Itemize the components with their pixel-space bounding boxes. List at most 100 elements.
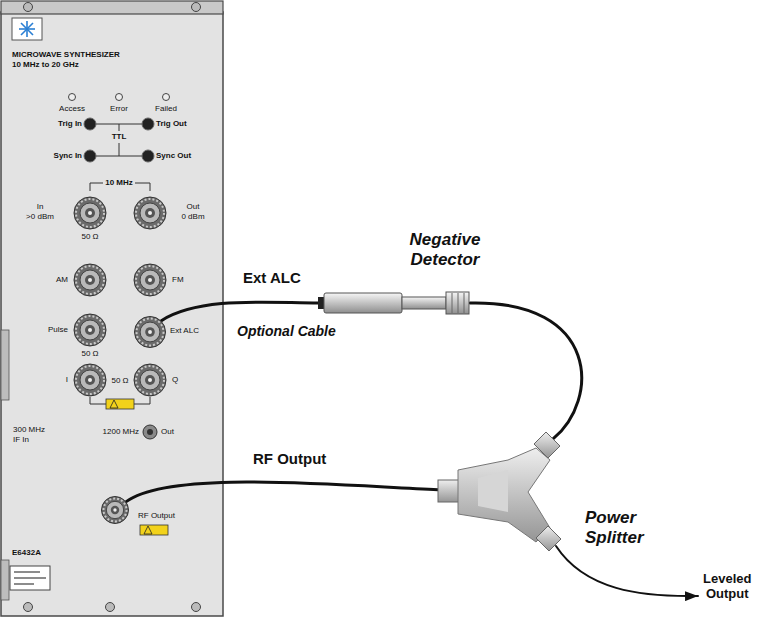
port-label: Pulse: [48, 325, 68, 334]
output-arrow: [556, 546, 698, 596]
led-label: Error: [110, 104, 128, 113]
port-label: Ext ALC: [170, 326, 199, 335]
splitter-port: [534, 432, 560, 458]
bnc-body: [135, 317, 166, 348]
panel-screw: [192, 603, 201, 612]
panel-face: [1, 12, 223, 616]
bnc-pin: [148, 330, 152, 334]
port-label: Q: [172, 375, 178, 384]
ttl-bracket: [96, 124, 142, 156]
detector-body: [324, 293, 402, 313]
detector-nut: [446, 292, 469, 314]
detector-tip: [318, 297, 324, 309]
cable: [126, 482, 438, 502]
detector-shape: [318, 292, 470, 314]
panel-side-bar: [1, 560, 9, 600]
port-label: 1200 MHz: [103, 427, 139, 436]
cable: [161, 302, 318, 321]
impedance-label: 50 Ω: [111, 376, 128, 385]
smb-connector: [84, 118, 96, 130]
smb-connector: [147, 429, 153, 435]
bnc-shape: [101, 496, 129, 524]
bnc-connector: [74, 197, 106, 229]
led-label: Access: [59, 104, 85, 113]
logic-label: TTL: [112, 132, 127, 141]
bnc-connector: [74, 364, 106, 396]
port-label: Trig Out: [156, 119, 187, 128]
impedance-label: 50 Ω: [81, 232, 98, 241]
bnc-shape: [134, 316, 166, 348]
port-level: >0 dBm: [26, 212, 54, 221]
port-label: Sync Out: [156, 151, 191, 160]
panel-subtitle: 10 MHz to 20 GHz: [12, 60, 79, 69]
cable-note: Optional Cable: [237, 323, 336, 339]
port-label: FM: [172, 275, 184, 284]
splitter-highlight: [478, 470, 508, 512]
bracket-label: 10 MHz: [105, 178, 133, 187]
status-led: [69, 94, 76, 101]
port-label: AM: [56, 275, 68, 284]
panel-title: MICROWAVE SYNTHESIZER: [12, 50, 120, 59]
status-led: [163, 94, 170, 101]
status-led: [116, 94, 123, 101]
detector-label: Negative Detector: [410, 230, 481, 269]
detector-shaft: [402, 297, 446, 309]
ext-alc-connector: Ext ALC: [134, 316, 166, 348]
bnc-ring: [140, 322, 160, 342]
warning-sticker: [106, 399, 134, 409]
port-label: Out: [187, 202, 200, 211]
port-label: In: [37, 202, 44, 211]
port-label: RF Output: [138, 511, 175, 520]
bnc-knurl: [104, 499, 127, 522]
bnc-connector: [134, 264, 166, 296]
nut-ridge: [452, 293, 453, 313]
bnc-connector: [134, 364, 166, 396]
impedance-label: 50 Ω: [81, 349, 98, 358]
power-splitter: Power Splitter: [438, 430, 562, 560]
output-label: Leveled Output: [703, 572, 751, 602]
model-number: E6432A: [12, 548, 41, 557]
logo-box: [12, 18, 42, 40]
nut-ridge: [458, 293, 459, 313]
rf-output-connector: RF Output: [101, 496, 129, 524]
bnc-body: [102, 497, 129, 524]
bnc-connector: [134, 197, 166, 229]
panel-screw: [106, 603, 115, 612]
nut-ridge: [464, 293, 465, 313]
panel-screw: [192, 3, 201, 12]
logo-star: [19, 21, 35, 37]
warning-sticker: [140, 525, 168, 535]
smb-connector: [142, 118, 154, 130]
cable: [470, 303, 582, 439]
port-level: 0 dBm: [181, 212, 204, 221]
leveled-output: Leveled Output: [698, 572, 751, 602]
warning-triangle: [110, 400, 118, 408]
bnc-ring: [106, 501, 123, 518]
port-label: I: [66, 375, 68, 384]
port-label: Sync In: [54, 151, 82, 160]
smb-connector: [84, 150, 96, 162]
panel-side-bar: [1, 330, 9, 400]
cable-label: RF Output: [253, 450, 326, 467]
warning-triangle: [144, 526, 152, 534]
splitter-shape: [438, 430, 562, 560]
port-label: IF In: [13, 435, 29, 444]
panel-screw: [24, 603, 33, 612]
bnc-connector: [74, 264, 106, 296]
negative-detector: Negative Detector: [318, 292, 470, 314]
cable-label: Ext ALC: [243, 269, 301, 286]
splitter-body: [458, 448, 550, 542]
port-label: 300 MHz: [13, 425, 45, 434]
port-label: Trig In: [58, 119, 82, 128]
bnc-connector: [74, 314, 106, 346]
bnc-insulator: [111, 506, 119, 514]
instrument-panel: MICROWAVE SYNTHESIZER10 MHz to 20 GHzExt…: [0, 12, 224, 617]
splitter-port: [536, 526, 561, 551]
splitter-label: Power Splitter: [585, 508, 644, 547]
panel-screw: [24, 3, 33, 12]
led-label: Failed: [155, 104, 177, 113]
panel-top-strip: [1, 1, 223, 14]
bnc-knurl: [137, 319, 164, 346]
id-tag-lines: [14, 572, 46, 584]
